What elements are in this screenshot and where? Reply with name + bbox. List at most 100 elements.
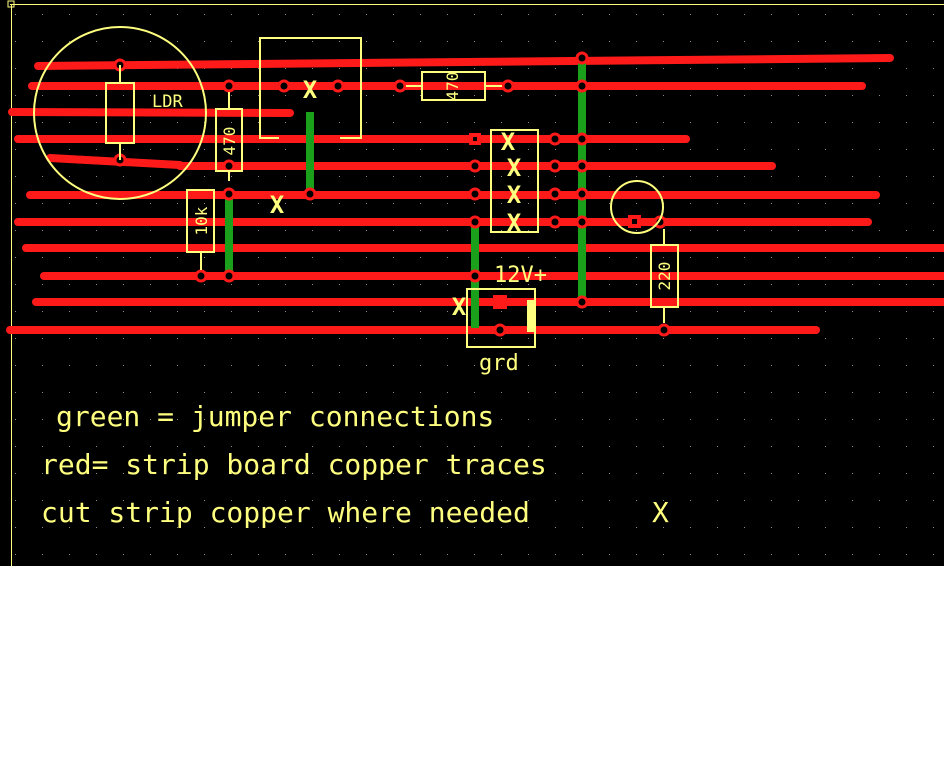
- grid-dot: [555, 500, 556, 501]
- grid-dot: [177, 473, 178, 474]
- grid-dot: [15, 14, 16, 15]
- grid-dot: [798, 257, 799, 258]
- grid-dot: [609, 392, 610, 393]
- grid-dot: [528, 284, 529, 285]
- grid-dot: [582, 14, 583, 15]
- grid-dot: [123, 500, 124, 501]
- grid-dot: [231, 419, 232, 420]
- grid-dot: [906, 176, 907, 177]
- grid-dot: [366, 419, 367, 420]
- grid-dot: [636, 311, 637, 312]
- grid-dot: [204, 203, 205, 204]
- grid-dot: [852, 365, 853, 366]
- grid-dot: [933, 149, 934, 150]
- grid-dot: [636, 122, 637, 123]
- grid-dot: [150, 203, 151, 204]
- grid-dot: [177, 14, 178, 15]
- grid-dot: [339, 284, 340, 285]
- pad: [194, 269, 208, 283]
- grid-dot: [555, 527, 556, 528]
- grid-dot: [555, 554, 556, 555]
- grid-dot: [420, 176, 421, 177]
- grid-dot: [285, 338, 286, 339]
- grid-dot: [555, 311, 556, 312]
- grid-dot: [285, 68, 286, 69]
- grid-dot: [852, 257, 853, 258]
- grid-dot: [771, 338, 772, 339]
- grid-dot: [420, 392, 421, 393]
- grid-dot: [285, 554, 286, 555]
- grid-dot: [663, 122, 664, 123]
- grid-dot: [204, 500, 205, 501]
- grid-dot: [15, 203, 16, 204]
- grid-dot: [69, 95, 70, 96]
- grid-dot: [771, 230, 772, 231]
- copper-strip-1: [34, 54, 894, 70]
- grid-dot: [204, 14, 205, 15]
- grid-dot: [690, 392, 691, 393]
- grid-dot: [717, 338, 718, 339]
- grid-dot: [15, 95, 16, 96]
- grid-dot: [663, 95, 664, 96]
- grid-dot: [501, 365, 502, 366]
- grid-dot: [393, 149, 394, 150]
- grid-dot: [366, 257, 367, 258]
- grid-dot: [528, 365, 529, 366]
- grid-dot: [474, 446, 475, 447]
- grid-dot: [798, 68, 799, 69]
- grid-dot: [825, 14, 826, 15]
- grid-dot: [447, 68, 448, 69]
- grid-dot: [285, 203, 286, 204]
- stripboard-layout: LDR 470 10k 470 220 12V+ grd X X X X X X…: [0, 0, 944, 566]
- grid-dot: [555, 419, 556, 420]
- grid-dot: [42, 311, 43, 312]
- grid-dot: [879, 365, 880, 366]
- grid-dot: [339, 392, 340, 393]
- grid-dot: [258, 41, 259, 42]
- grid-dot: [825, 554, 826, 555]
- grid-dot: [933, 392, 934, 393]
- grid-dot: [501, 230, 502, 231]
- grid-dot: [771, 95, 772, 96]
- grid-dot: [15, 338, 16, 339]
- ldr-label: LDR: [152, 92, 183, 112]
- grid-dot: [420, 311, 421, 312]
- grid-dot: [609, 257, 610, 258]
- grid-dot: [42, 95, 43, 96]
- grid-dot: [717, 365, 718, 366]
- grid-dot: [609, 365, 610, 366]
- grid-dot: [474, 500, 475, 501]
- grid-dot: [150, 149, 151, 150]
- ldr-outline: [33, 26, 207, 200]
- grid-dot: [771, 122, 772, 123]
- grid-dot: [42, 203, 43, 204]
- grid-dot: [933, 122, 934, 123]
- grid-dot: [393, 527, 394, 528]
- grid-dot: [150, 284, 151, 285]
- grid-dot: [258, 392, 259, 393]
- grid-dot: [96, 500, 97, 501]
- grid-dot: [150, 230, 151, 231]
- grid-dot: [663, 365, 664, 366]
- grid-dot: [231, 41, 232, 42]
- grid-dot: [879, 203, 880, 204]
- grid-dot: [123, 14, 124, 15]
- grid-dot: [555, 230, 556, 231]
- grid-dot: [852, 122, 853, 123]
- grid-dot: [798, 122, 799, 123]
- grid-dot: [420, 500, 421, 501]
- grid-dot: [447, 311, 448, 312]
- grid-dot: [366, 338, 367, 339]
- grid-dot: [69, 176, 70, 177]
- grid-dot: [690, 311, 691, 312]
- grid-dot: [852, 176, 853, 177]
- grid-dot: [204, 284, 205, 285]
- grid-dot: [15, 365, 16, 366]
- grid-dot: [906, 149, 907, 150]
- grid-dot: [798, 14, 799, 15]
- grid-dot: [339, 230, 340, 231]
- grid-dot: [42, 14, 43, 15]
- grid-dot: [96, 14, 97, 15]
- grid-dot: [177, 365, 178, 366]
- grid-dot: [717, 41, 718, 42]
